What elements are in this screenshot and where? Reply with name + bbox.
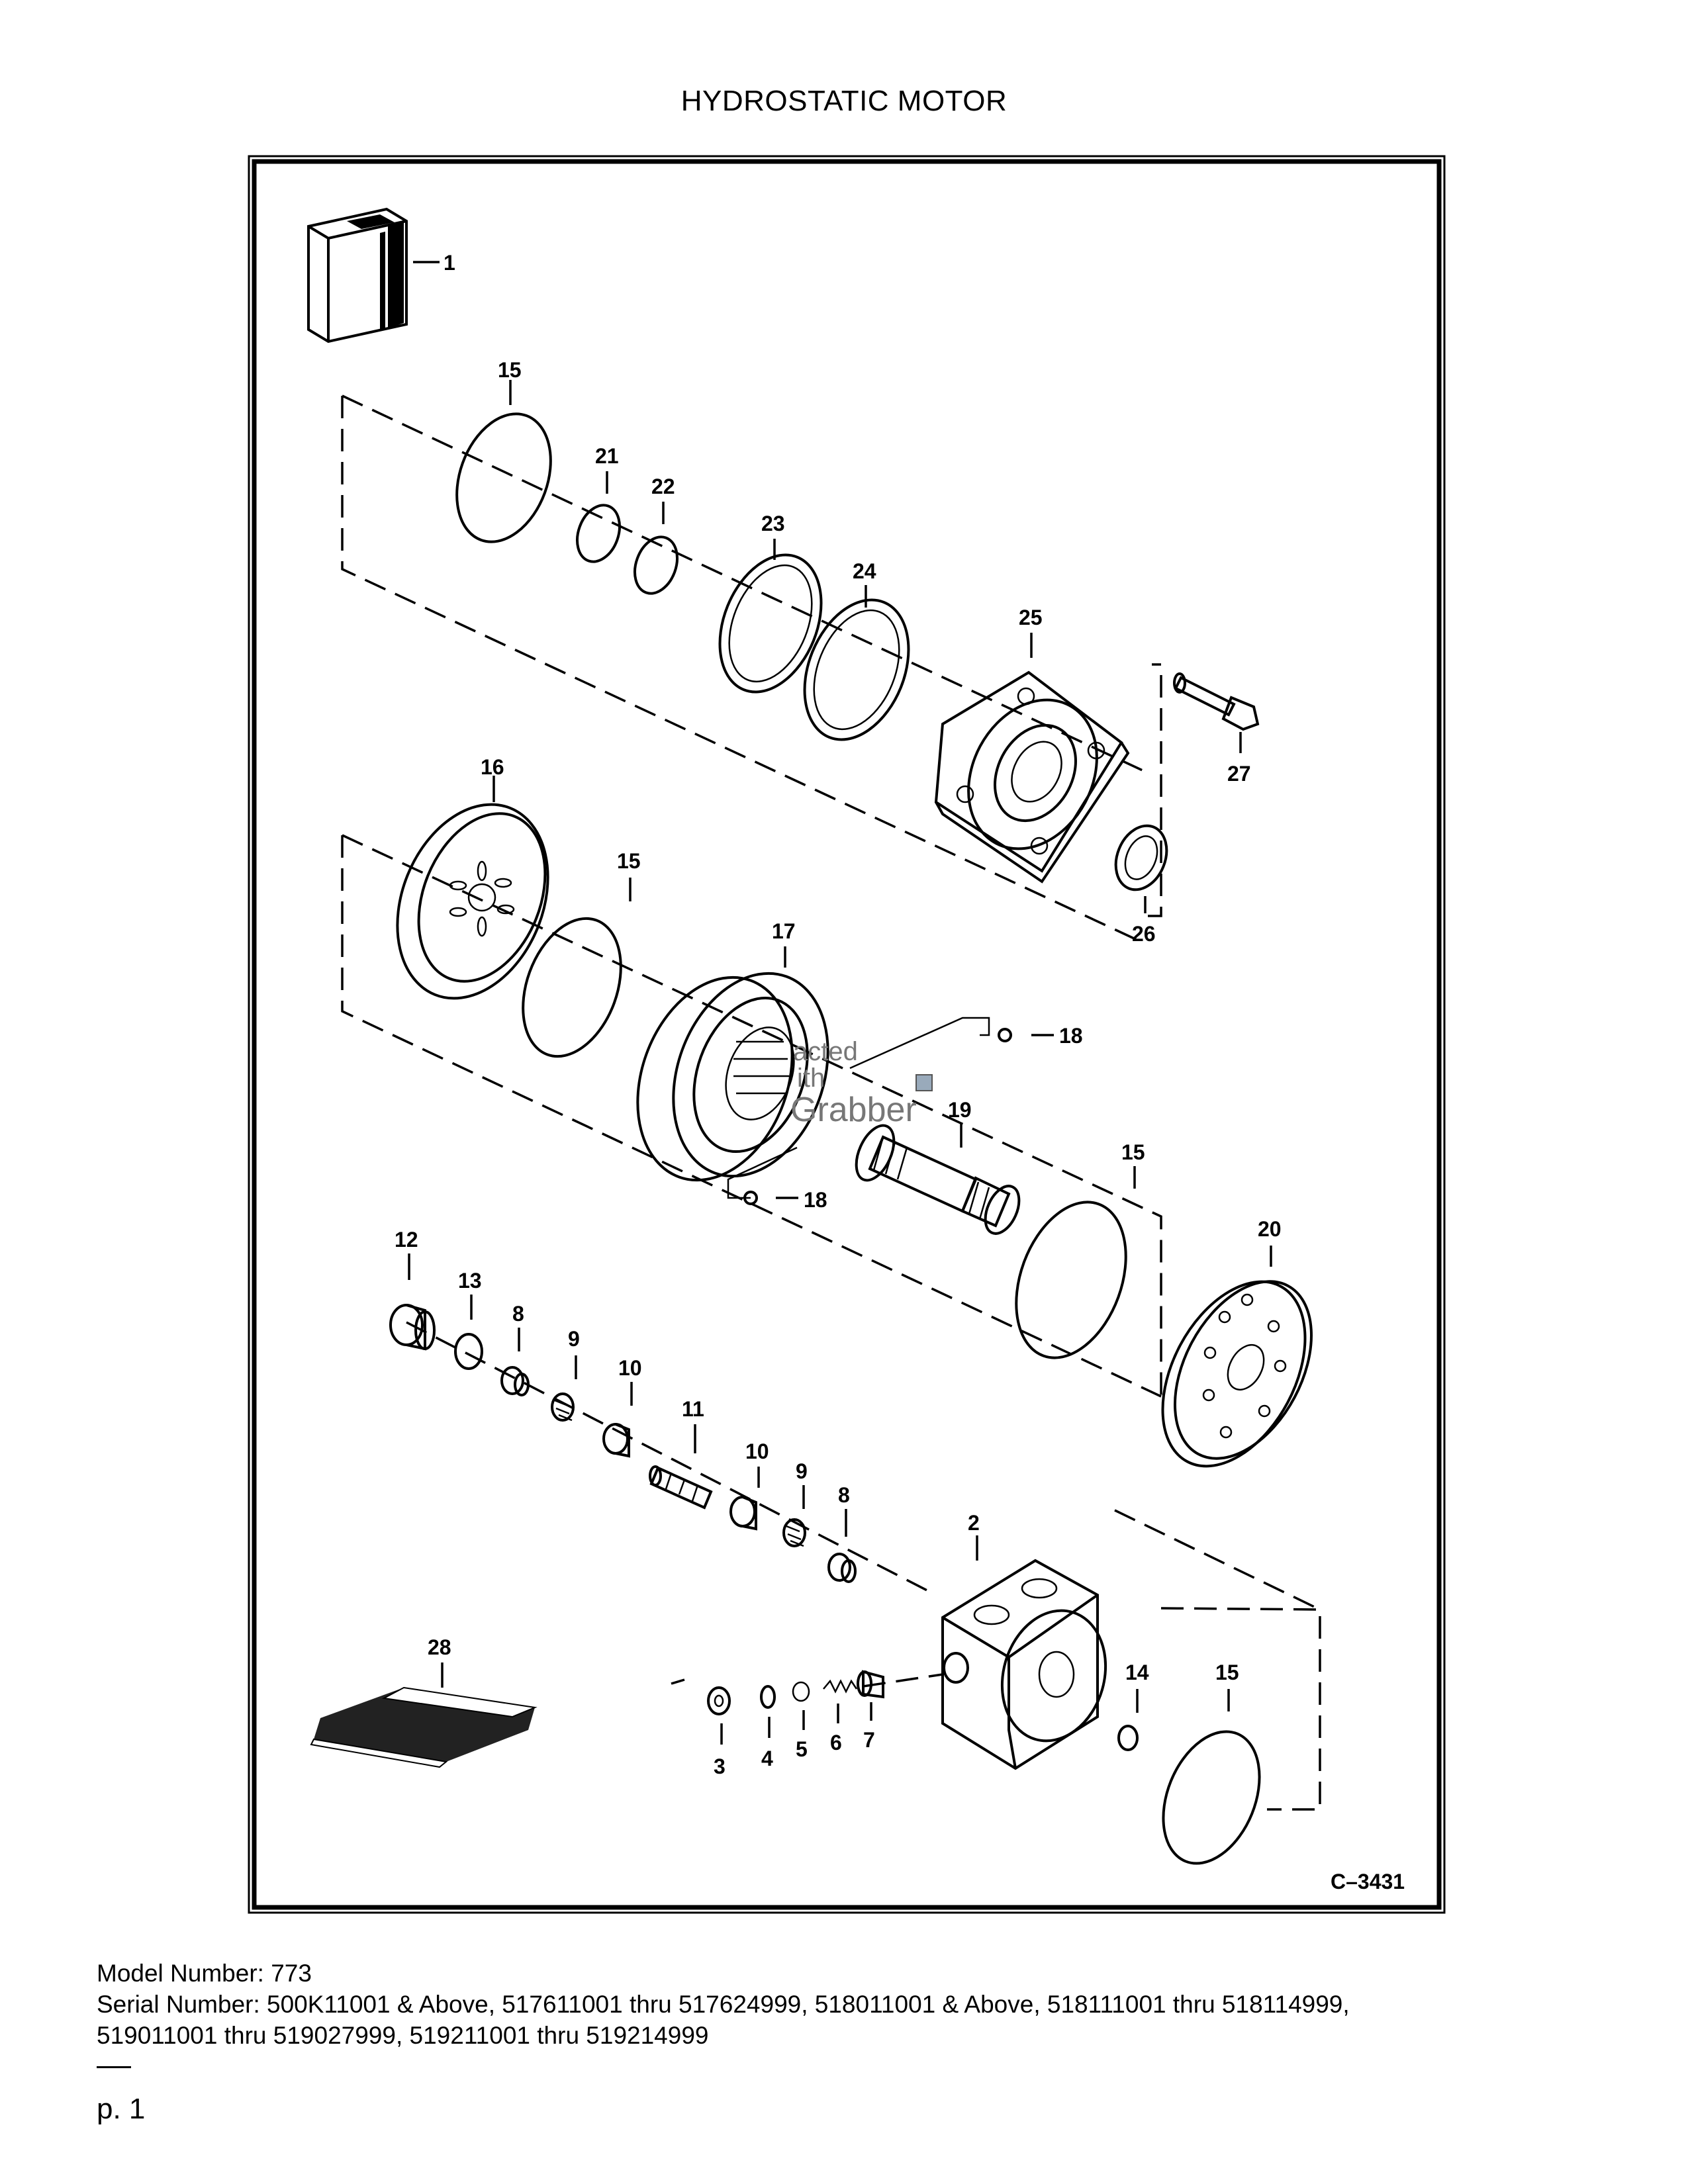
label-12: 12: [395, 1228, 418, 1251]
part-6-spring: [823, 1679, 858, 1694]
diagram-inner-border: [252, 159, 1442, 1910]
part-23-thrust-washer: [718, 553, 823, 694]
page-title: HYDROSTATIC MOTOR: [680, 85, 1008, 117]
exploded-parts-diagram: 1 15 21 22 23 24 25: [248, 155, 1446, 1914]
part-13-oring: [454, 1333, 483, 1370]
label-19: 19: [948, 1098, 972, 1122]
label-21: 21: [595, 444, 619, 468]
label-10-b: 10: [745, 1439, 769, 1463]
label-15-a: 15: [498, 358, 522, 382]
model-number: Model Number: 773: [97, 1960, 312, 1987]
part-5-ball: [792, 1681, 810, 1702]
part-15-oring-a: [455, 412, 552, 543]
part-21-ring: [576, 504, 621, 563]
label-28: 28: [428, 1635, 451, 1659]
part-15-oring-b: [522, 917, 622, 1058]
label-13: 13: [458, 1269, 482, 1293]
label-6: 6: [830, 1731, 842, 1754]
label-15-b: 15: [617, 849, 641, 873]
label-4: 4: [761, 1747, 773, 1770]
part-26-shaft-seal: [1114, 824, 1168, 891]
label-17: 17: [772, 919, 796, 943]
label-25: 25: [1019, 606, 1043, 629]
footer-separator: [97, 2066, 131, 2068]
drawing-code: C–3431: [1331, 1870, 1405, 1893]
label-9-b: 9: [796, 1459, 808, 1483]
part-10-poppet-a: [602, 1423, 630, 1458]
label-7: 7: [863, 1728, 875, 1752]
label-15-d: 15: [1215, 1661, 1239, 1684]
label-1: 1: [444, 251, 455, 275]
label-18-b: 18: [804, 1188, 827, 1212]
upper-group-bracket: [341, 394, 1143, 944]
page-number: p. 1: [97, 2093, 146, 2125]
diagram-outer-border: [248, 155, 1446, 1914]
part-9-spring-b: [782, 1518, 806, 1547]
label-23: 23: [761, 512, 785, 535]
lower-group-axis: [406, 1321, 937, 1596]
label-9-a: 9: [568, 1327, 580, 1351]
part-12-plug: [389, 1304, 436, 1351]
part-11-spool: [649, 1465, 713, 1510]
part-25-flange-housing: [934, 670, 1130, 884]
svg-text:acted: acted: [793, 1037, 858, 1066]
svg-text:Grabber: Grabber: [790, 1091, 917, 1129]
part-28-decal: [310, 1686, 538, 1768]
part-19-drive-shaft: [855, 1124, 1021, 1235]
part-7-poppet: [857, 1670, 884, 1699]
part-27-bolt: [1173, 672, 1260, 731]
part-20-valve-plate: [1161, 1280, 1313, 1468]
serial-number-line-1: Serial Number: 500K11001 & Above, 517611…: [97, 1991, 1350, 2018]
label-20: 20: [1258, 1217, 1282, 1241]
lower-group-bracket: [671, 1509, 1323, 1811]
part-18-pin-b: [743, 1191, 758, 1205]
label-3: 3: [714, 1754, 726, 1778]
part-22-ring: [633, 535, 679, 595]
part-16-end-cap: [396, 803, 549, 1000]
part-15-oring-c: [1015, 1201, 1127, 1359]
part-9-spring-a: [551, 1392, 575, 1422]
part-1-seal-kit: [307, 207, 408, 343]
label-24: 24: [853, 559, 876, 583]
part-15-oring-d: [1162, 1730, 1261, 1865]
label-18-a: 18: [1059, 1024, 1083, 1048]
part-8-ball-seat-a: [500, 1366, 530, 1396]
svg-text:ith: ith: [797, 1064, 825, 1093]
part-4-washer: [760, 1685, 776, 1709]
label-16: 16: [481, 755, 504, 779]
label-5: 5: [796, 1737, 808, 1761]
part-17-gerotor: [636, 972, 829, 1182]
part-18-pin-a: [998, 1028, 1012, 1042]
part-14-oring: [1117, 1725, 1139, 1751]
part-10-poppet-b: [729, 1496, 757, 1531]
label-26: 26: [1132, 922, 1156, 946]
footer: Model Number: 773 Serial Number: 500K110…: [97, 1958, 1619, 2051]
part-2-valve-housing: [941, 1559, 1107, 1770]
serial-number-line-2: 519011001 thru 519027999, 519211001 thru…: [97, 2022, 709, 2049]
label-8-a: 8: [512, 1302, 524, 1326]
part-24-spring-washer: [803, 598, 910, 741]
middle-group-bracket: [341, 834, 1162, 1398]
label-11: 11: [682, 1397, 704, 1421]
label-15-c: 15: [1121, 1140, 1145, 1164]
label-22: 22: [651, 475, 675, 498]
label-8-b: 8: [838, 1483, 850, 1507]
grabber-watermark: acted ith Grabber: [790, 1037, 933, 1129]
label-27: 27: [1227, 762, 1251, 786]
label-14: 14: [1125, 1661, 1149, 1684]
label-10-a: 10: [618, 1356, 642, 1380]
part-3-plug: [707, 1686, 731, 1715]
label-2: 2: [968, 1511, 980, 1535]
part-8-ball-seat-b: [827, 1553, 857, 1583]
